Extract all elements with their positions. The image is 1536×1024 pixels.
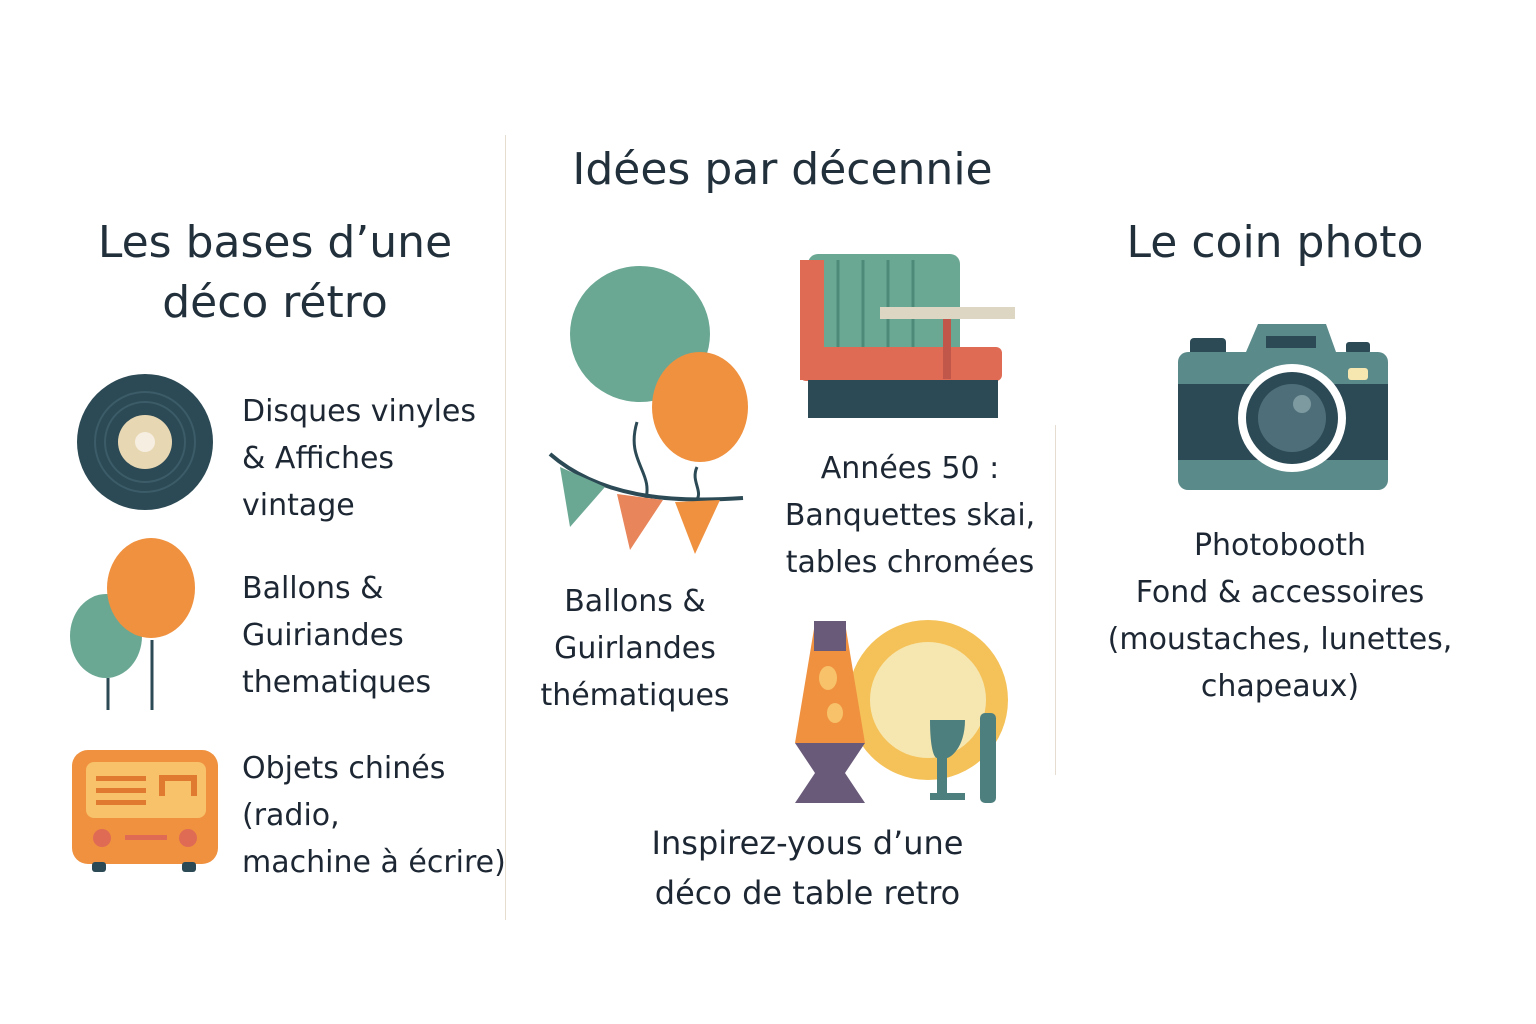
column-divider-right [1055, 425, 1056, 775]
balloons-icon [70, 538, 195, 710]
right-photobooth-caption: Photobooth Fond & accessoires (moustache… [1107, 528, 1453, 704]
left-column-title: Les bases d’une déco rétro [97, 217, 453, 328]
middle-table-caption: Inspirez-yous d’une déco de table retro [651, 824, 964, 912]
balloons-garland-icon [548, 266, 748, 554]
radio-icon [72, 750, 218, 872]
middle-fifties-caption: Années 50 : Banquettes skai, tables chro… [784, 451, 1036, 580]
lava-lamp-table-setting-icon [795, 620, 1008, 803]
middle-balloons-caption: Ballons & Guirlandes thématiques [540, 584, 730, 713]
column-divider-left [505, 135, 506, 920]
middle-column-title: Idées par décennie [572, 144, 993, 195]
retro-diner-booth-icon [800, 254, 1015, 418]
vinyl-record-icon [77, 374, 213, 510]
left-item-vinyl-text: Disques vinyles & Affiches vintage [242, 394, 477, 523]
left-item-balloons-text: Ballons & Guiriandes thematiques [242, 571, 432, 700]
right-column-title: Le coin photo [1126, 217, 1424, 268]
left-item-objects-text: Objets chinés (radio, machine à écrire) [242, 751, 506, 880]
camera-icon [1178, 324, 1388, 490]
